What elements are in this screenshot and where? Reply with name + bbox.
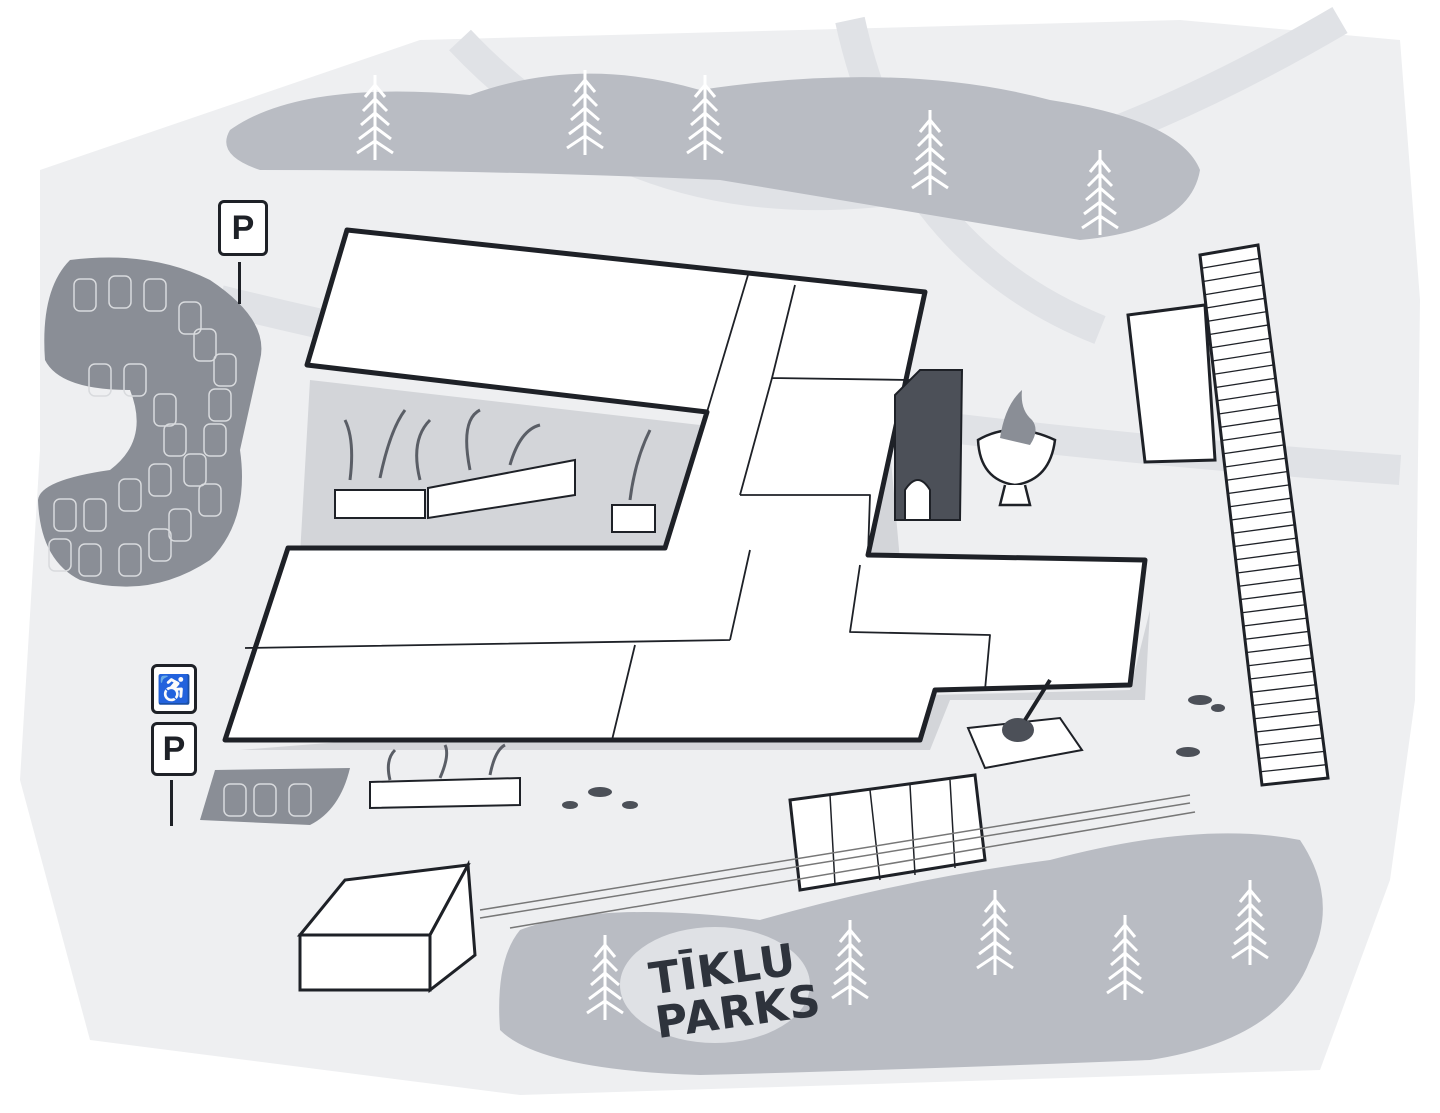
car-icon <box>48 538 72 572</box>
tree-icon <box>566 70 604 155</box>
east-building <box>1126 243 1330 787</box>
car-icon <box>193 328 217 362</box>
tree-icon <box>1106 915 1144 1000</box>
car-icon <box>73 278 97 312</box>
tree-icon <box>911 110 949 195</box>
car-icon <box>53 498 77 532</box>
car-icon <box>213 353 237 387</box>
car-icon <box>148 528 172 562</box>
car-icon <box>253 783 277 817</box>
cafe-tables <box>562 695 1225 809</box>
car-icon <box>118 478 142 512</box>
forest-north <box>226 73 1200 240</box>
car-icon <box>148 463 172 497</box>
tree-icon <box>586 935 624 1020</box>
fire-pit-icon <box>976 390 1057 507</box>
tree-icon <box>1081 150 1119 235</box>
car-icon <box>123 363 147 397</box>
car-icon <box>203 423 227 457</box>
car-icon <box>198 483 222 517</box>
tree-icon <box>831 920 869 1005</box>
oven-tower <box>894 369 964 521</box>
parked-cars <box>48 275 312 817</box>
car-icon <box>288 783 312 817</box>
car-icon <box>108 275 132 309</box>
tree-icon <box>1231 880 1269 965</box>
car-icon <box>143 278 167 312</box>
sign-pole <box>238 262 241 304</box>
tree-icon <box>686 75 724 160</box>
plant-beds <box>334 408 656 810</box>
car-icon <box>88 363 112 397</box>
car-icon <box>118 543 142 577</box>
car-icon <box>168 508 192 542</box>
main-building <box>222 227 1148 743</box>
tree-icon <box>976 890 1014 975</box>
parking-lot-main <box>38 257 262 587</box>
accessible-parking-icon: ♿ <box>151 664 197 714</box>
storage-building <box>296 859 477 994</box>
sign-pole <box>170 780 173 826</box>
car-icon <box>163 423 187 457</box>
parking-lot-small <box>200 768 350 825</box>
railway-track <box>479 794 1196 929</box>
car-icon <box>208 388 232 422</box>
trees <box>356 70 1269 1020</box>
park-name-label: TĪKLU PARKS <box>646 934 825 1049</box>
car-icon <box>178 301 202 335</box>
greenhouse <box>788 773 987 892</box>
park-label-background <box>620 927 810 1043</box>
parking-sign-accessible: P <box>151 722 197 776</box>
parking-sign: P <box>218 200 268 256</box>
car-icon <box>223 783 247 817</box>
car-icon <box>78 543 102 577</box>
car-icon <box>83 498 107 532</box>
tree-icon <box>356 75 394 160</box>
guitar-stage <box>966 678 1084 770</box>
car-icon <box>183 453 207 487</box>
